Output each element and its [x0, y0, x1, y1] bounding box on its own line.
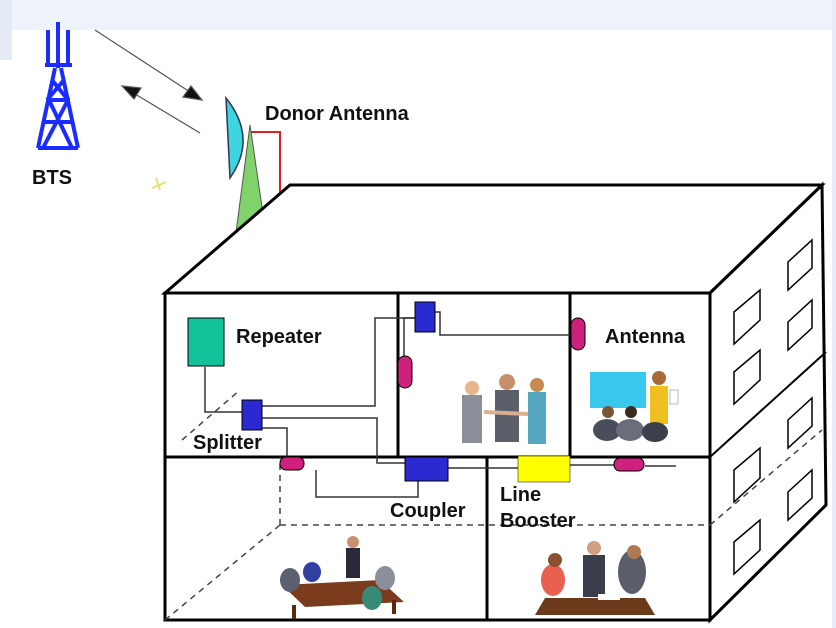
- donor-antenna-label: Donor Antenna: [265, 103, 409, 125]
- bts-label: BTS: [32, 167, 72, 189]
- bts-tower-icon: [36, 22, 80, 150]
- right-edge-fade: [832, 0, 836, 628]
- signal-arrows: [94, 29, 204, 134]
- line-booster-label-line2: Booster: [500, 510, 576, 532]
- splitter-label: Splitter: [193, 432, 262, 454]
- antenna-label: Antenna: [605, 326, 685, 348]
- coax-cables: [204, 311, 676, 498]
- meeting-table-icon: [280, 536, 404, 619]
- line-booster-label-line1: Line: [500, 484, 542, 506]
- repeater-box: [187, 317, 225, 367]
- building-windows: [733, 238, 813, 576]
- spark-mark: [151, 177, 167, 191]
- coupler-box: [404, 456, 449, 482]
- line-booster-box: [517, 455, 571, 483]
- top-splitter-box: [414, 301, 436, 333]
- antenna-nodes: [279, 317, 645, 472]
- splitter-box: [241, 399, 263, 431]
- left-tint: [0, 0, 12, 60]
- dashed-depth-lines: [164, 389, 823, 621]
- coupler-label: Coupler: [390, 500, 466, 522]
- presentation-icon: [590, 371, 679, 442]
- people-group-icon: [462, 374, 546, 444]
- top-tint: [0, 0, 836, 30]
- repeater-label: Repeater: [236, 326, 322, 348]
- office-desk-icon: [535, 541, 655, 615]
